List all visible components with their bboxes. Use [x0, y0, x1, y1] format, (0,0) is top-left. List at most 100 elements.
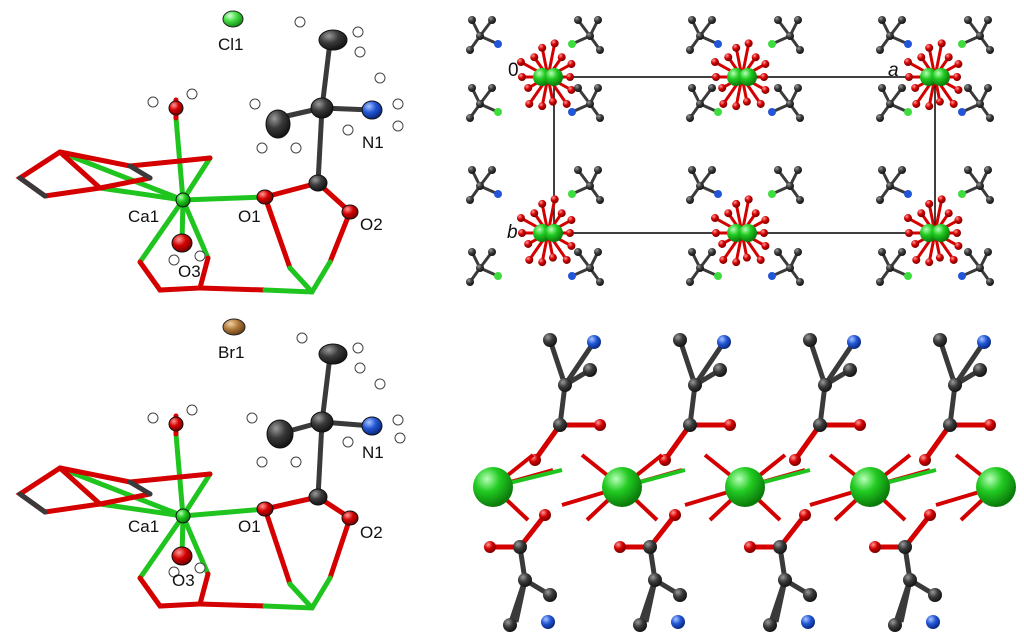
n1-label: N1	[362, 443, 384, 462]
carbon-atom	[513, 540, 527, 554]
oxygen-atom	[954, 60, 963, 69]
oxygen-atom	[539, 509, 551, 521]
carbon-atom	[886, 100, 894, 108]
carbon-atom	[933, 333, 947, 347]
oxygen-atom	[566, 73, 574, 81]
oxygen-atom	[917, 209, 926, 218]
oxygen-atom	[756, 99, 765, 108]
carbon-atom	[803, 588, 817, 602]
carbon-atom	[984, 84, 992, 92]
nitrogen-or-halide-atom	[714, 272, 722, 280]
nitrogen-or-halide-atom	[768, 40, 776, 48]
oxygen-atom	[953, 73, 961, 81]
carbon-atom	[886, 264, 894, 272]
calcium-atom	[932, 224, 950, 242]
oxygen-atom	[562, 255, 571, 264]
n1-atom	[361, 416, 383, 436]
o2-label: O2	[360, 523, 383, 542]
upper-ligand	[659, 333, 736, 466]
c-o-bond	[662, 423, 693, 462]
carbon-atom	[898, 16, 906, 24]
nitrogen-or-halide-atom	[568, 272, 576, 280]
oxygen-atom	[719, 255, 728, 264]
c-c-bond	[643, 579, 658, 623]
c-c-bond	[773, 579, 788, 623]
oxygen-atom	[944, 53, 953, 62]
nitrogen-or-halide-atom	[494, 40, 502, 48]
nitrogen-atom	[977, 335, 991, 349]
nitrogen-or-halide-atom	[958, 108, 966, 116]
oxygen-atom	[937, 195, 946, 204]
ca-cluster	[516, 39, 576, 111]
calcium-atom	[602, 467, 642, 507]
carbon-atom	[976, 32, 984, 40]
carbon-atom	[648, 573, 662, 587]
carbon-atom	[708, 166, 716, 174]
nitrogen-or-halide-atom	[904, 272, 912, 280]
carbon-atom	[488, 166, 496, 174]
carbon-atom	[796, 46, 804, 54]
ligand-molecule	[568, 16, 604, 54]
oxygen-atom	[530, 209, 539, 218]
carbon-atom	[708, 16, 716, 24]
carbon-atom	[786, 264, 794, 272]
carbon-atom	[794, 166, 802, 174]
ligand-molecule	[958, 84, 994, 122]
ligand-molecule	[686, 248, 722, 286]
oxygen-atom	[751, 53, 760, 62]
calcium-atom	[739, 224, 757, 242]
nitrogen-or-halide-atom	[904, 40, 912, 48]
oxygen-atom	[562, 99, 571, 108]
o1-label: O1	[238, 517, 261, 536]
ligand-molecule	[568, 248, 604, 286]
carbon-atom	[713, 363, 727, 377]
oxygen-atom	[538, 258, 547, 267]
ligand-molecule	[466, 84, 502, 122]
ligand-molecule	[876, 166, 912, 204]
oxygen-atom	[854, 419, 866, 431]
carbon-atom	[466, 114, 474, 122]
carbon-atom	[488, 16, 496, 24]
nitrogen-atom	[587, 335, 601, 349]
carbon-atom	[876, 46, 884, 54]
c-methyl-1-atom	[265, 109, 291, 139]
carbon-atom	[643, 540, 657, 554]
ligand-molecule	[568, 166, 604, 204]
carbon-atom	[774, 84, 782, 92]
oxygen-atom	[548, 253, 557, 262]
nitrogen-or-halide-atom	[714, 40, 722, 48]
polymer-chain	[473, 333, 1016, 632]
lower-ligand	[744, 509, 817, 632]
oxygen-atom	[518, 73, 526, 81]
calcium-atom	[932, 68, 950, 86]
carbon-atom	[558, 378, 572, 392]
nitrogen-atom	[671, 615, 685, 629]
packing-motifs	[466, 16, 994, 286]
c-methyl-2-atom	[318, 29, 348, 51]
carbon-atom	[688, 248, 696, 256]
carbon-atom	[543, 588, 557, 602]
oxygen-atom	[761, 216, 770, 225]
carbon-atom	[876, 278, 884, 286]
carbon-atom	[774, 166, 782, 174]
c-bonds	[17, 39, 375, 199]
c-methyl-1-atom	[266, 419, 294, 449]
oxygen-atom	[530, 53, 539, 62]
carbon-atom	[696, 32, 704, 40]
cl1-label: Cl1	[218, 35, 244, 54]
carbon-atom	[466, 278, 474, 286]
oxygen-atom	[911, 83, 920, 92]
oxygen-atom	[905, 73, 913, 81]
carbon-atom	[964, 16, 972, 24]
n1-atom	[361, 100, 383, 120]
nitrogen-atom	[926, 615, 940, 629]
calcium-atom	[473, 467, 513, 507]
carbon-atom	[686, 278, 694, 286]
ligand-molecule	[876, 248, 912, 286]
carbon-atom	[468, 16, 476, 24]
carbon-atom	[976, 182, 984, 190]
nitrogen-or-halide-atom	[714, 190, 722, 198]
carbon-atom	[888, 618, 902, 632]
carbon-atom	[688, 378, 702, 392]
oxygen-atom	[917, 53, 926, 62]
